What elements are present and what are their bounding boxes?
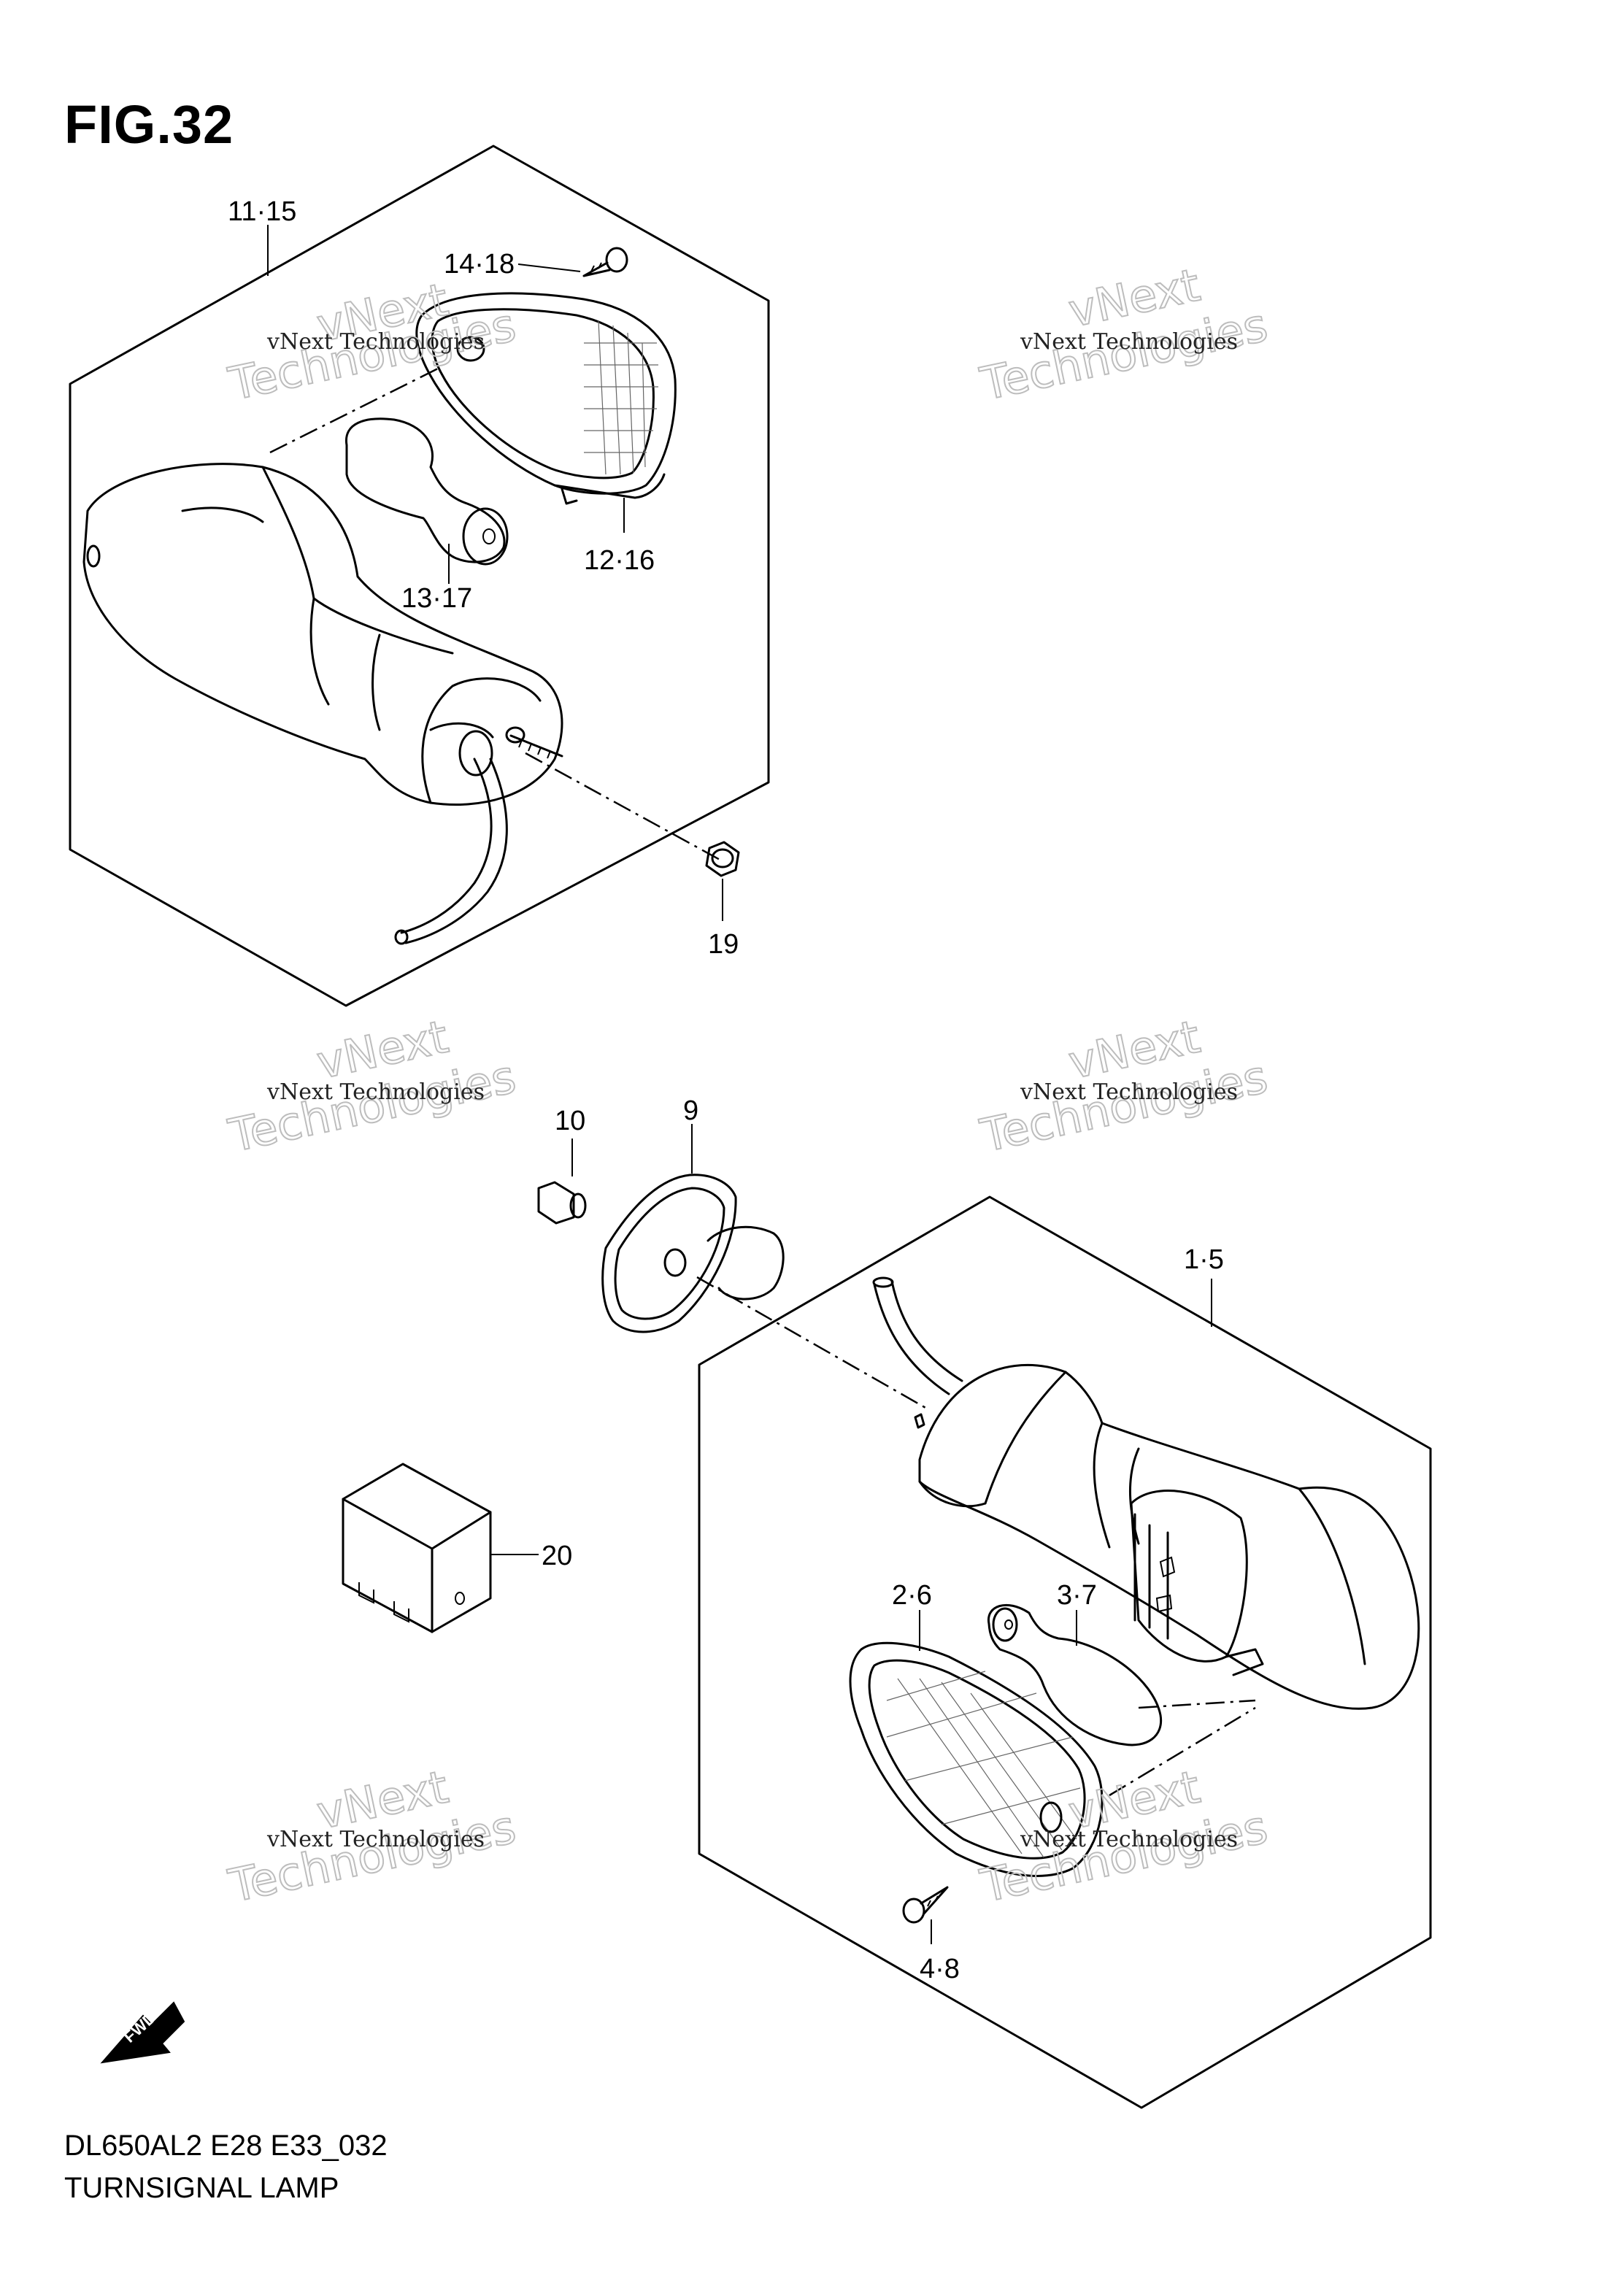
fwd-arrow-icon: FWD xyxy=(100,2001,185,2064)
lower-lens xyxy=(849,1610,1104,1877)
leader-upper-screw xyxy=(517,263,581,272)
watermark-top-left: Technologies vNext vNext Technologies xyxy=(223,272,521,412)
lower-dash-line-1 xyxy=(696,1276,928,1410)
callout-lower-assembly: 1·5 xyxy=(1184,1244,1224,1275)
lower-dash-line-2 xyxy=(1138,1699,1256,1709)
watermark-mid-right: Technologies vNext vNext Technologies xyxy=(975,1009,1273,1163)
watermark-bottom-left-text: vNext Technologies xyxy=(266,1827,485,1852)
watermark-bottom-left: Technologies vNext vNext Technologies xyxy=(223,1760,521,1914)
watermark-top-left-text: vNext Technologies xyxy=(266,329,485,355)
callout-nut-upper: 19 xyxy=(708,929,739,960)
watermark-top-right: Technologies vNext vNext Technologies xyxy=(975,258,1273,412)
lower-assembly-group xyxy=(696,1195,1432,2109)
upper-assembly-group xyxy=(69,145,770,1007)
callout-lower-screw: 4·8 xyxy=(920,1954,960,1984)
lower-housing xyxy=(872,1276,1420,1710)
callout-cushion: 9 xyxy=(683,1095,698,1126)
watermark-mid-left-text: vNext Technologies xyxy=(266,1079,485,1105)
callout-nut-lower: 10 xyxy=(555,1106,585,1136)
lower-screw xyxy=(902,1886,949,1944)
upper-lens xyxy=(415,292,677,533)
callout-upper-assembly: 11·15 xyxy=(228,196,296,227)
upper-dash-line-2 xyxy=(525,752,723,863)
upper-housing xyxy=(82,463,563,945)
watermark-bottom-right-text: vNext Technologies xyxy=(1020,1827,1238,1852)
lower-assembly-frame xyxy=(698,1195,1432,2109)
callout-lower-lens: 2·6 xyxy=(892,1580,932,1611)
figure-caption: TURNSIGNAL LAMP xyxy=(64,2172,339,2204)
watermark-bottom-right: Technologies vNext vNext Technologies xyxy=(975,1760,1273,1914)
figure-title: FIG.32 xyxy=(64,94,234,155)
callout-relay: 20 xyxy=(542,1541,572,1571)
nut-lower xyxy=(537,1139,587,1225)
nut-upper xyxy=(705,841,740,921)
watermark-mid-left: Technologies vNext vNext Technologies xyxy=(223,1009,521,1163)
callout-upper-lens: 12·16 xyxy=(584,545,655,576)
watermark-mid-right-text: vNext Technologies xyxy=(1020,1079,1238,1105)
upper-screw xyxy=(517,247,628,277)
upper-dash-line-1 xyxy=(269,367,439,454)
relay xyxy=(342,1463,539,1633)
callout-upper-bulb: 13·17 xyxy=(401,583,472,614)
lower-dash-line-3 xyxy=(1109,1706,1256,1797)
cushion xyxy=(601,1124,785,1333)
watermark-top-right-text: vNext Technologies xyxy=(1020,329,1238,355)
callout-lower-bulb: 3·7 xyxy=(1057,1580,1097,1611)
lower-bulb xyxy=(987,1603,1163,1746)
upper-bulb xyxy=(344,417,509,584)
model-code: DL650AL2 E28 E33_032 xyxy=(64,2130,388,2162)
callout-upper-screw: 14·18 xyxy=(444,249,515,280)
upper-assembly-frame xyxy=(69,145,770,1007)
